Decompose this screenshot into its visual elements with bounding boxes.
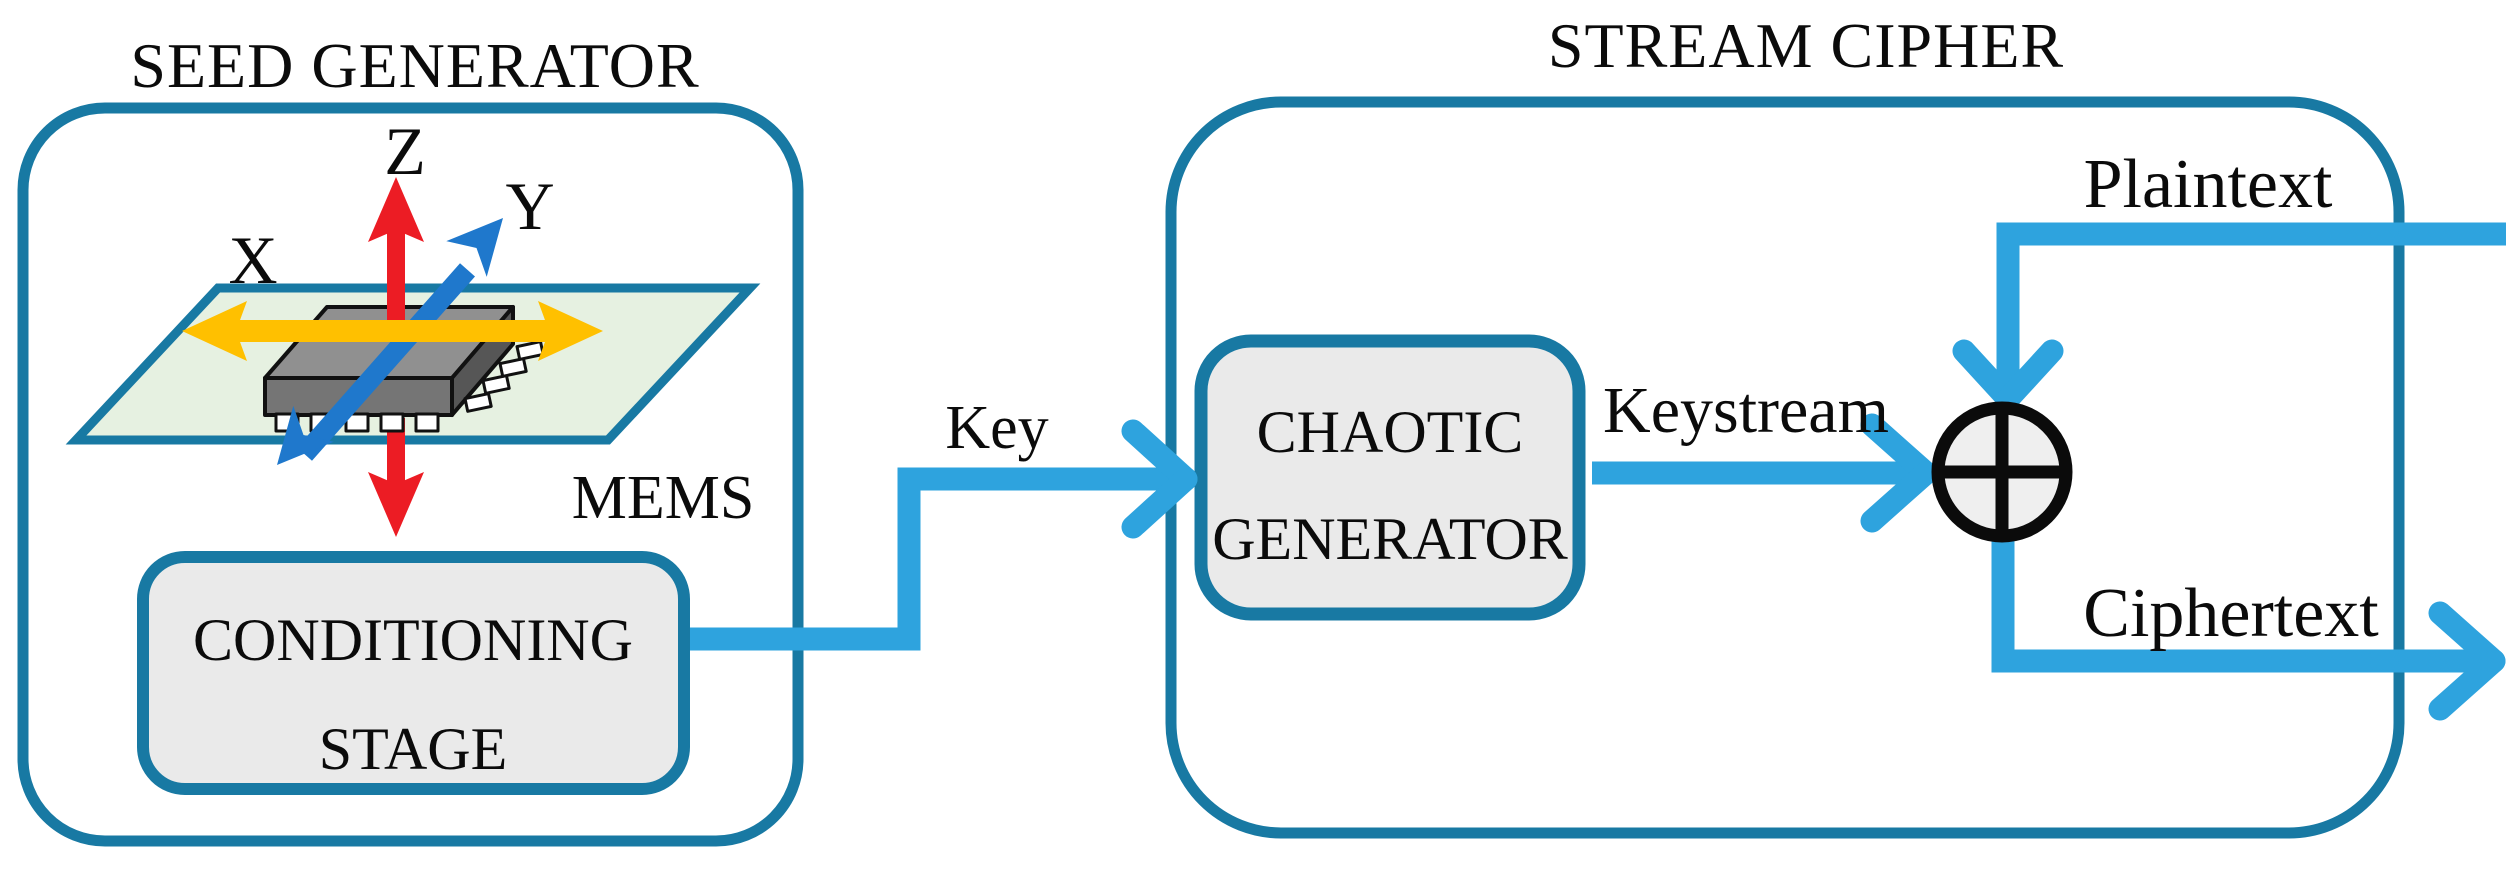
chip-pins-right <box>463 340 545 413</box>
mems-illustration <box>65 177 761 537</box>
stream-cipher-title: STREAM CIPHER <box>1547 10 2065 81</box>
xor-symbol-icon <box>1931 401 2073 543</box>
axis-z-label: Z <box>384 113 426 189</box>
z-axis-arrow-lower <box>368 418 424 537</box>
keystream-arrowhead-icon <box>1860 413 1938 533</box>
ciphertext-arrow <box>1991 535 2506 721</box>
ciphertext-arrowhead-icon <box>2428 601 2506 721</box>
key-signal-label: Key <box>945 394 1049 462</box>
key-arrowhead-icon <box>1121 419 1198 539</box>
z-axis-arrow-upper <box>368 177 424 338</box>
keystream-signal-label: Keystream <box>1603 374 1889 447</box>
axis-x-label: X <box>228 222 278 298</box>
key-arrow <box>690 419 1198 651</box>
y-axis-arrow <box>277 218 503 465</box>
seed-generator-box <box>17 102 804 847</box>
conditioning-stage-box <box>137 551 690 795</box>
plaintext-arrowhead-icon <box>1952 339 2064 411</box>
conditioning-stage-label-line2: STAGE <box>318 716 508 782</box>
plaintext-arrow <box>1952 222 2506 411</box>
chaotic-generator-label-line1: CHAOTIC <box>1256 399 1524 465</box>
chaotic-generator-box <box>1194 334 1586 621</box>
seed-generator-title: SEED GENERATOR <box>130 30 700 101</box>
plaintext-signal-label: Plaintext <box>2083 146 2333 223</box>
x-axis-arrow <box>182 301 603 361</box>
chaotic-generator-label-line2: GENERATOR <box>1212 506 1568 572</box>
flow-arrows <box>690 222 2506 721</box>
conditioning-stage-label-line1: CONDITIONING <box>193 607 633 673</box>
mems-label: MEMS <box>571 464 755 532</box>
axis-y-label: Y <box>505 168 555 244</box>
keystream-arrow <box>1592 413 1938 533</box>
ciphertext-signal-label: Ciphertext <box>2083 575 2379 652</box>
